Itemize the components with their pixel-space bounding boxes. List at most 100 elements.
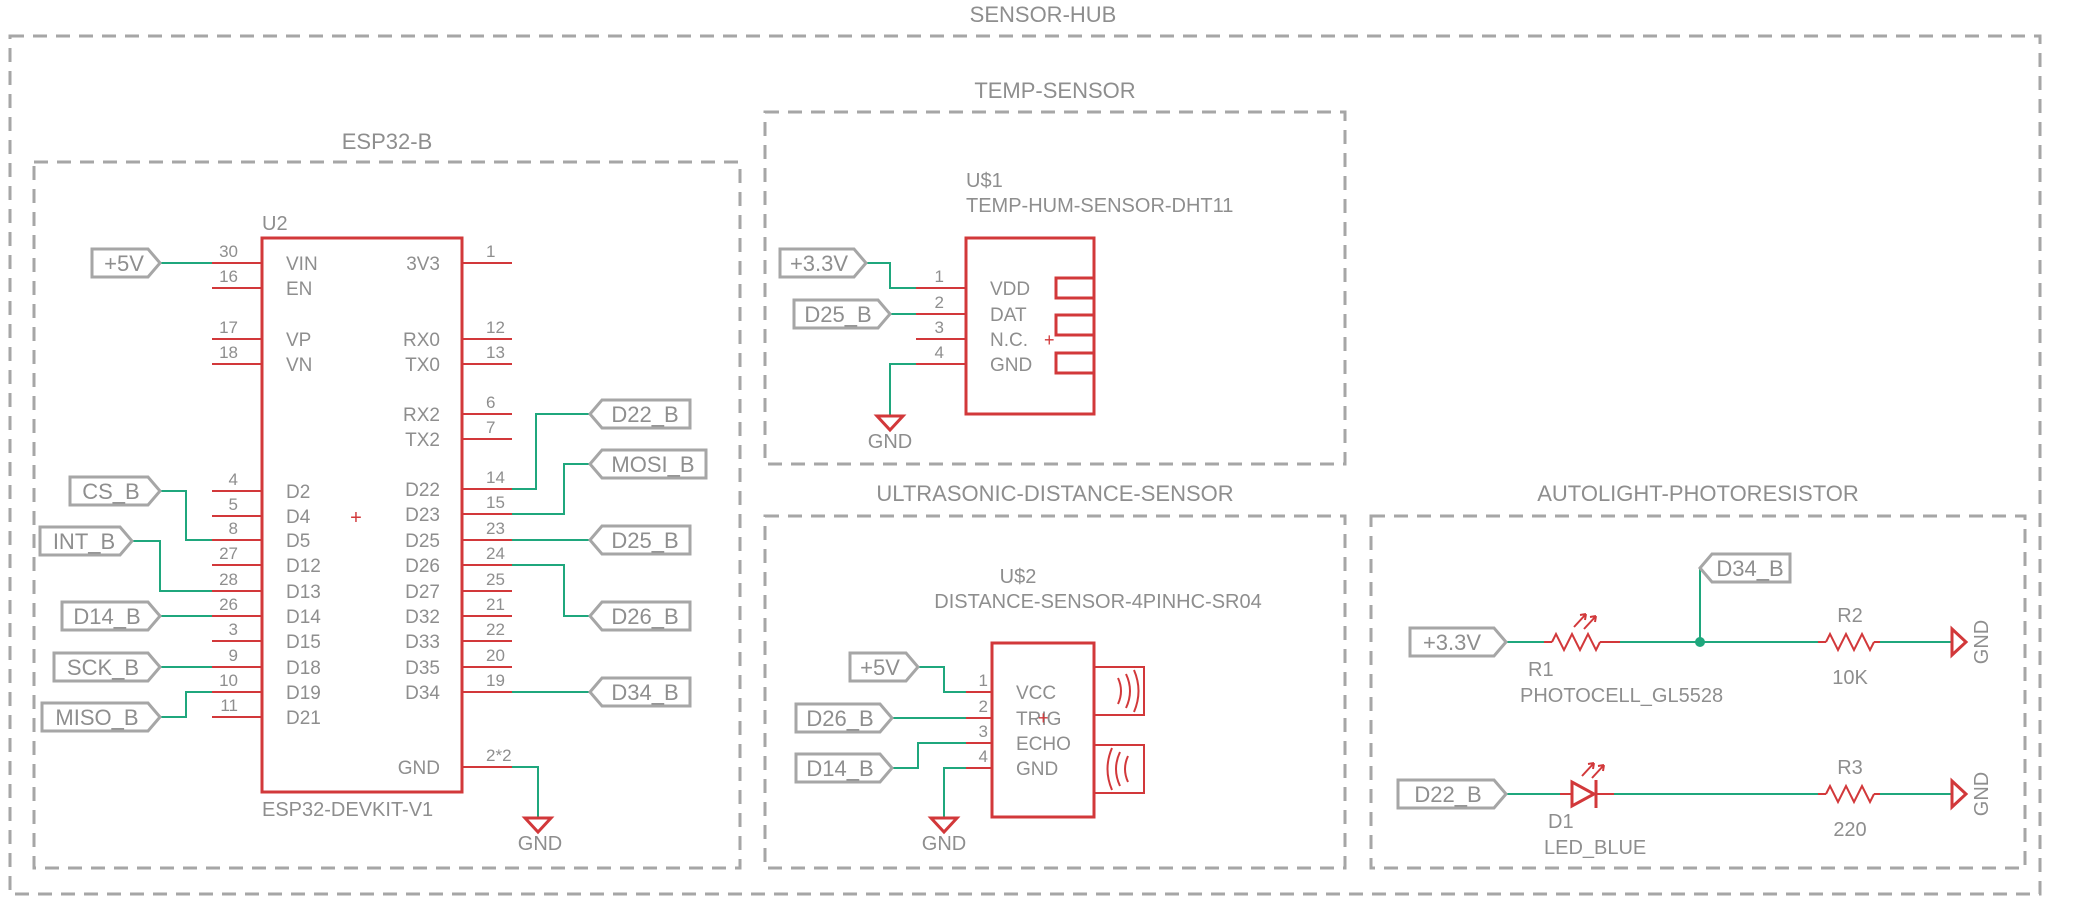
frame-title-temp-sensor: TEMP-SENSOR [974, 78, 1135, 103]
pin-number: 7 [486, 418, 495, 437]
pin-number: 20 [486, 646, 505, 665]
pin-name: 3V3 [406, 254, 440, 275]
esp32-ref: U2 [262, 213, 288, 235]
pin-name: D15 [286, 632, 321, 653]
net-label-dht-33v[interactable]: +3.3V [778, 247, 868, 279]
gnd-symbol-hcsr04: GND [922, 816, 966, 855]
pin-number: 1 [979, 671, 988, 690]
net-label-5v[interactable]: +5V [90, 247, 162, 279]
pin-name: GND [398, 758, 440, 779]
net-label-mosi[interactable]: MOSI_B [588, 448, 708, 480]
r1-value: PHOTOCELL_GL5528 [1520, 685, 1723, 707]
pin-name: VP [286, 330, 311, 351]
pin-number: 2 [979, 697, 988, 716]
pin-number: 28 [219, 570, 238, 589]
wire-gnd-esp [512, 766, 539, 818]
d1-ref: D1 [1548, 811, 1574, 833]
net-label-d22[interactable]: D22_B [588, 398, 692, 430]
photoresistor-icon [1551, 631, 1601, 653]
hcsr04-value: DISTANCE-SENSOR-4PINHC-SR04 [934, 591, 1261, 613]
wire-dht-vdd [866, 262, 916, 289]
pin-number: 4 [935, 343, 944, 362]
dht11-component[interactable]: U$1 TEMP-HUM-SENSOR-DHT11 1VDD2DAT3N.C.4… [916, 170, 1233, 416]
net-label-sck[interactable]: SCK_B [52, 651, 162, 683]
resistor-r2[interactable]: R2 10K [1818, 605, 1880, 689]
pin-name: DAT [990, 305, 1027, 326]
r2-ref: R2 [1837, 605, 1863, 627]
net-label-led-d22[interactable]: D22_B [1396, 778, 1508, 810]
pin-name: VN [286, 355, 312, 376]
frame-ultrasonic [763, 514, 1347, 870]
hcsr04-transducer [1093, 744, 1145, 794]
pin-name: D19 [286, 683, 321, 704]
gnd-symbol-dht11: GND [868, 414, 912, 453]
net-label-int[interactable]: INT_B [38, 525, 134, 557]
net-label-d25[interactable]: D25_B [588, 524, 692, 556]
pin-name: D27 [405, 582, 440, 603]
net-label-hc-d26[interactable]: D26_B [794, 702, 894, 734]
wire-int [132, 540, 212, 592]
svg-text:MISO_B: MISO_B [55, 705, 138, 730]
pin-number: 10 [219, 671, 238, 690]
pin-number: 12 [486, 318, 505, 337]
pin-number: 6 [486, 393, 495, 412]
svg-text:SCK_B: SCK_B [67, 655, 139, 680]
svg-text:GND: GND [518, 833, 562, 855]
pin-number: 16 [219, 267, 238, 286]
transmit-wave-icon [1117, 669, 1140, 713]
led-d1[interactable]: D1 LED_BLUE [1544, 762, 1646, 859]
r2-value: 10K [1832, 667, 1868, 689]
r1-ref: R1 [1528, 659, 1554, 681]
hcsr04-component[interactable]: U$2 DISTANCE-SENSOR-4PINHC-SR04 1VCC2TRI… [934, 566, 1262, 819]
pin-number: 8 [229, 519, 238, 538]
frame-title-autolight: AUTOLIGHT-PHOTORESISTOR [1537, 481, 1859, 506]
net-label-hc-5v[interactable]: +5V [848, 651, 920, 683]
wire-dht-gnd [889, 363, 916, 416]
pin-number: 26 [219, 595, 238, 614]
origin-marker: + [350, 507, 362, 529]
net-label-d34[interactable]: D34_B [588, 676, 692, 708]
pin-name: D18 [286, 658, 321, 679]
net-label-cs[interactable]: CS_B [68, 475, 162, 507]
pin-name: D25 [405, 531, 440, 552]
svg-text:GND: GND [1971, 620, 1993, 664]
svg-text:D22_B: D22_B [611, 402, 678, 427]
pin-number: 15 [486, 493, 505, 512]
gnd-symbol-led: GND [1950, 772, 1993, 816]
net-label-miso[interactable]: MISO_B [40, 701, 162, 733]
pin-name: D21 [286, 708, 321, 729]
d1-value: LED_BLUE [1544, 837, 1646, 859]
resistor-r3[interactable]: R3 220 [1818, 757, 1880, 841]
pin-number: 11 [220, 696, 238, 715]
wire-hc-echo [892, 742, 966, 769]
r3-value: 220 [1833, 819, 1866, 841]
net-label-d14[interactable]: D14_B [60, 600, 162, 632]
hcsr04-ref: U$2 [1000, 566, 1037, 588]
photoresistor-r1[interactable]: R1 PHOTOCELL_GL5528 [1520, 613, 1723, 707]
pin-number: 9 [229, 646, 238, 665]
pin-number: 1 [935, 267, 944, 286]
pin-number: 14 [486, 468, 505, 487]
svg-text:D14_B: D14_B [73, 604, 140, 629]
frame-sensor-hub [8, 34, 2042, 896]
svg-text:D26_B: D26_B [806, 706, 873, 731]
pin-number: 23 [486, 519, 505, 538]
pin-number: 27 [219, 544, 238, 563]
net-label-hc-d14[interactable]: D14_B [794, 752, 894, 784]
pin-name: GND [1016, 759, 1058, 780]
junction-dot [1695, 637, 1705, 647]
pin-name: N.C. [990, 330, 1028, 351]
pin-number: 3 [935, 318, 944, 337]
pin-number: 1 [486, 242, 495, 261]
origin-marker: + [1044, 330, 1055, 350]
net-label-d26[interactable]: D26_B [588, 600, 692, 632]
net-label-photo-d34[interactable]: D34_B [1698, 552, 1792, 584]
net-label-photo-33v[interactable]: +3.3V [1408, 626, 1508, 658]
pin-number: 30 [219, 242, 238, 261]
net-label-dht-d25[interactable]: D25_B [792, 298, 892, 330]
esp32-component[interactable]: U2 ESP32-DEVKIT-V1 30VIN16EN17VP18VN4D25… [212, 213, 512, 821]
esp32-right-pins: 13V312RX013TX06RX27TX214D2215D2323D2524D… [398, 242, 512, 779]
pin-name: GND [990, 355, 1032, 376]
frame-esp32 [32, 160, 742, 870]
